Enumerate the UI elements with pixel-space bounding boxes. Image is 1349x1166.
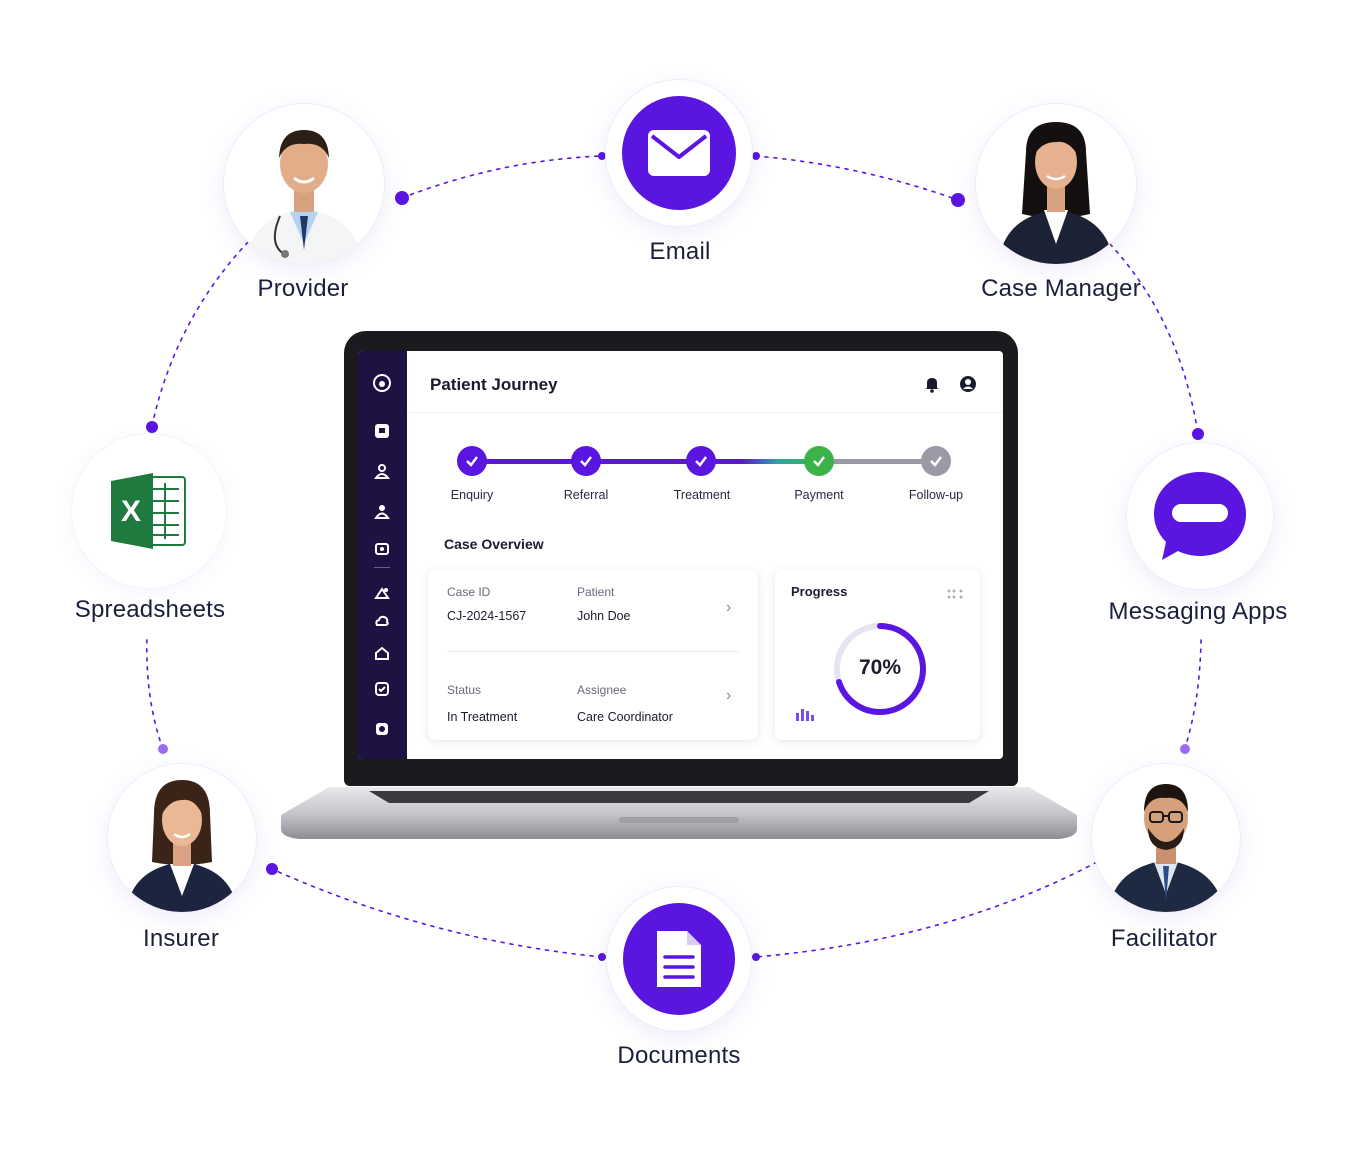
progress-card: Progress 70% — [775, 570, 980, 740]
chevron-right-icon[interactable]: › — [726, 687, 732, 704]
document-icon — [623, 903, 735, 1015]
check-icon — [466, 456, 478, 467]
step-referral[interactable] — [571, 446, 601, 476]
provider-avatar[interactable] — [224, 104, 384, 264]
case-manager-label: Case Manager — [981, 275, 1141, 302]
step-label: Payment — [794, 488, 844, 502]
check-icon — [580, 456, 592, 467]
case-id-label: Case ID — [447, 585, 491, 599]
referrals-icon[interactable] — [372, 539, 392, 559]
spreadsheets-node[interactable]: X — [72, 434, 226, 588]
documents-node[interactable] — [607, 887, 751, 1031]
status-label: Status — [447, 683, 482, 697]
shield-icon[interactable] — [372, 679, 392, 699]
page-title: Patient Journey — [430, 375, 558, 394]
chat-bubble-icon — [1154, 472, 1246, 560]
bar-chart-icon[interactable] — [795, 707, 815, 726]
email-icon — [622, 96, 736, 210]
app-window: Patient Journey Enquiry Referral Treatme… — [358, 351, 1003, 759]
progress-ring-fill — [834, 623, 926, 715]
check-icon — [813, 456, 825, 467]
insurer-avatar[interactable] — [108, 764, 256, 912]
excel-icon: X — [111, 473, 186, 549]
home-icon[interactable] — [372, 643, 392, 663]
progress-ring — [834, 623, 926, 715]
sidebar-divider — [374, 567, 390, 568]
check-icon — [695, 456, 707, 467]
messaging-apps-node[interactable] — [1127, 443, 1273, 589]
sidebar — [358, 351, 407, 759]
users-icon[interactable] — [372, 501, 392, 521]
network-icon[interactable] — [372, 583, 392, 603]
cloud-icon[interactable] — [372, 611, 392, 631]
check-icon — [930, 456, 942, 467]
case-manager-avatar[interactable] — [976, 104, 1136, 264]
stepper-track — [472, 459, 936, 464]
step-label: Referral — [563, 488, 609, 502]
settings-icon[interactable] — [372, 719, 392, 739]
patient-value: John Doe — [577, 609, 631, 623]
facilitator-avatar[interactable] — [1092, 764, 1240, 912]
user-profile-icon[interactable] — [959, 375, 977, 398]
patients-icon[interactable] — [372, 461, 392, 481]
step-follow-up[interactable] — [921, 446, 951, 476]
step-enquiry[interactable] — [457, 446, 487, 476]
spreadsheets-label: Spreadsheets — [74, 596, 226, 623]
email-node[interactable] — [606, 80, 752, 226]
case-overview-title: Case Overview — [444, 536, 544, 552]
logo-icon[interactable] — [372, 373, 392, 393]
step-treatment[interactable] — [686, 446, 716, 476]
progress-value: 70% — [858, 656, 902, 679]
card-divider — [447, 651, 739, 652]
header-divider — [407, 412, 1003, 413]
facilitator-label: Facilitator — [1110, 925, 1218, 952]
messaging-apps-label: Messaging Apps — [1108, 598, 1288, 625]
bell-icon[interactable] — [923, 375, 941, 398]
insurer-avatar-icon — [126, 780, 238, 912]
step-label: Treatment — [673, 488, 731, 502]
case-manager-avatar-icon — [998, 122, 1114, 264]
status-value: In Treatment — [447, 710, 518, 724]
facilitator-avatar-icon — [1108, 784, 1224, 912]
step-payment[interactable] — [804, 446, 834, 476]
documents-label: Documents — [617, 1042, 741, 1069]
assignee-label: Assignee — [577, 683, 627, 697]
case-details-card: Case ID CJ-2024-1567 Patient John Doe › … — [428, 570, 758, 740]
step-label: Enquiry — [450, 488, 494, 502]
case-id-value: CJ-2024-1567 — [447, 609, 527, 623]
doctor-avatar-icon — [244, 130, 364, 264]
provider-label: Provider — [257, 275, 349, 302]
patient-label: Patient — [577, 585, 615, 599]
email-label: Email — [649, 238, 711, 265]
step-label: Follow-up — [908, 488, 964, 502]
chevron-right-icon[interactable]: › — [726, 599, 732, 616]
drag-handle-icon[interactable] — [947, 586, 963, 604]
dashboard-icon[interactable] — [372, 421, 392, 441]
insurer-label: Insurer — [142, 925, 220, 952]
progress-title: Progress — [791, 584, 848, 599]
excel-glyph: X — [121, 495, 141, 528]
laptop-base — [281, 787, 1077, 839]
assignee-value: Care Coordinator — [577, 710, 673, 724]
